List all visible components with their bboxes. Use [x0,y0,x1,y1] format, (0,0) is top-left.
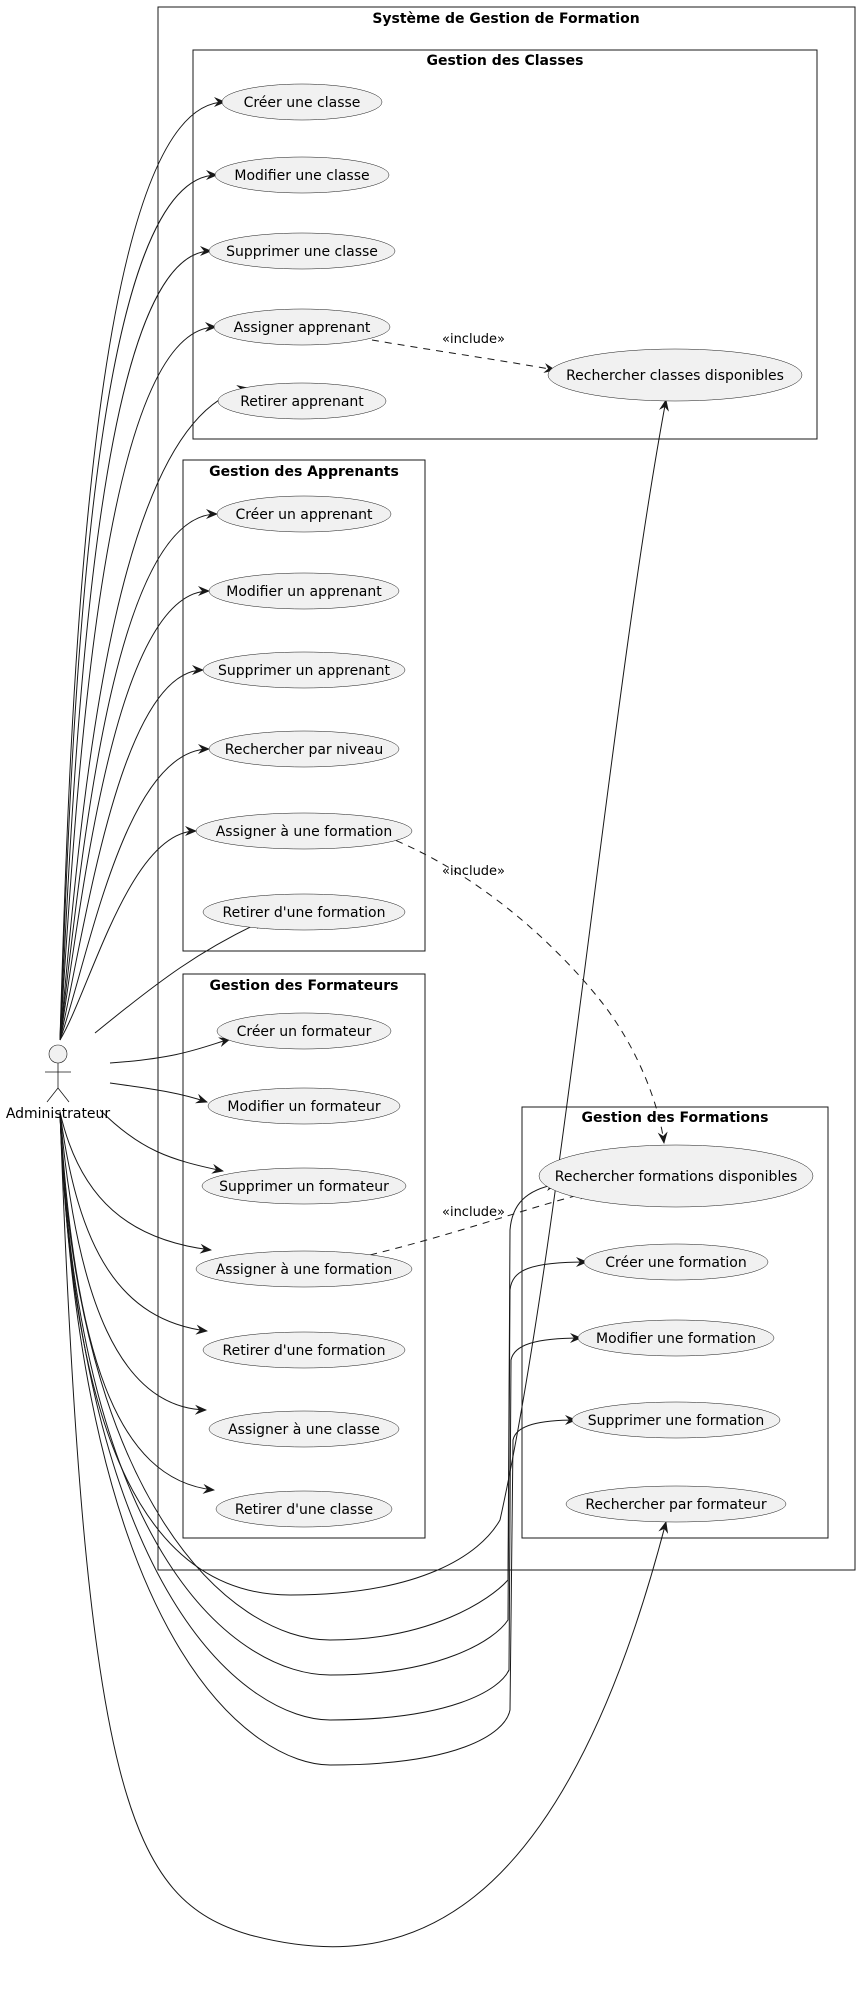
actor-label: Administrateur [6,1106,111,1122]
actor-head-icon [48,1044,68,1064]
use-case[interactable]: Retirer d'une formation [202,893,406,931]
include-label-classes: «include» [442,332,505,347]
association-edges [59,97,669,1948]
use-case[interactable]: Rechercher par niveau [208,730,400,768]
use-case-label: Supprimer une classe [226,244,378,260]
use-case-label: Rechercher formations disponibles [555,1169,797,1185]
use-case[interactable]: Rechercher classes disponibles [547,348,803,402]
use-case[interactable]: Modifier une formation [577,1319,775,1357]
use-case-label: Retirer d'une classe [235,1502,373,1518]
use-case-label: Assigner apprenant [234,320,371,336]
package-formations-title: Gestion des Formations [582,1110,769,1126]
use-case-label: Modifier une formation [596,1331,756,1347]
use-case-label: Assigner à une formation [216,824,393,840]
include-label-formateurs: «include» [442,1205,505,1220]
use-case-label: Modifier une classe [234,168,369,184]
use-case[interactable]: Supprimer un formateur [201,1167,407,1205]
use-case-label: Créer une formation [605,1255,747,1271]
include-label-apprenants: «include» [442,864,505,879]
use-case-label: Supprimer un formateur [219,1179,389,1195]
use-case[interactable]: Modifier un formateur [207,1087,401,1125]
use-case-label: Retirer apprenant [240,394,364,410]
use-case[interactable]: Créer un formateur [216,1012,392,1050]
use-case-label: Créer une classe [244,95,361,111]
use-case[interactable]: Créer une classe [221,83,383,121]
use-case-label: Rechercher par formateur [585,1497,767,1513]
use-case[interactable]: Assigner à une formation [195,1250,413,1288]
use-case[interactable]: Rechercher formations disponibles [538,1144,814,1208]
use-case[interactable]: Modifier une classe [214,156,390,194]
system-title: Système de Gestion de Formation [372,11,639,27]
use-case-label: Retirer d'une formation [223,1343,386,1359]
use-case-label: Rechercher par niveau [225,742,384,758]
use-case-label: Supprimer une formation [588,1413,764,1429]
use-case[interactable]: Rechercher par formateur [565,1485,787,1523]
use-case[interactable]: Supprimer une formation [571,1401,781,1439]
use-case-label: Retirer d'une formation [223,905,386,921]
package-apprenants: Gestion des Apprenants [182,459,426,952]
use-case-label: Créer un formateur [237,1024,372,1040]
use-case[interactable]: Assigner apprenant [213,308,391,346]
use-case[interactable]: Retirer d'une classe [215,1490,393,1528]
use-case[interactable]: Modifier un apprenant [208,572,400,610]
use-case-label: Créer un apprenant [235,507,373,523]
use-case[interactable]: Supprimer un apprenant [202,651,406,689]
use-case[interactable]: Créer une formation [583,1243,769,1281]
actor-administrateur[interactable]: Administrateur [6,1044,111,1122]
use-case-label: Supprimer un apprenant [218,663,391,679]
use-case[interactable]: Retirer d'une formation [202,1331,406,1369]
use-case[interactable]: Retirer apprenant [217,382,387,420]
package-apprenants-title: Gestion des Apprenants [209,464,399,480]
package-formateurs-title: Gestion des Formateurs [210,978,399,994]
use-case[interactable]: Supprimer une classe [208,232,396,270]
package-formations: Gestion des Formations [521,1106,829,1539]
use-case-label: Rechercher classes disponibles [566,368,784,384]
include-edges [369,339,668,1256]
package-formateurs: Gestion des Formateurs [182,973,426,1539]
use-case-label: Assigner à une classe [228,1422,380,1438]
use-case[interactable]: Assigner à une formation [195,812,413,850]
use-case[interactable]: Créer un apprenant [216,495,392,533]
use-case[interactable]: Assigner à une classe [208,1410,400,1448]
use-case-label: Modifier un apprenant [226,584,382,600]
use-case-label: Modifier un formateur [227,1099,380,1115]
system-boundary: Système de Gestion de Formation [157,6,856,1571]
use-case-label: Assigner à une formation [216,1262,393,1278]
package-classes-title: Gestion des Classes [426,53,583,69]
package-classes: Gestion des Classes [192,49,818,440]
